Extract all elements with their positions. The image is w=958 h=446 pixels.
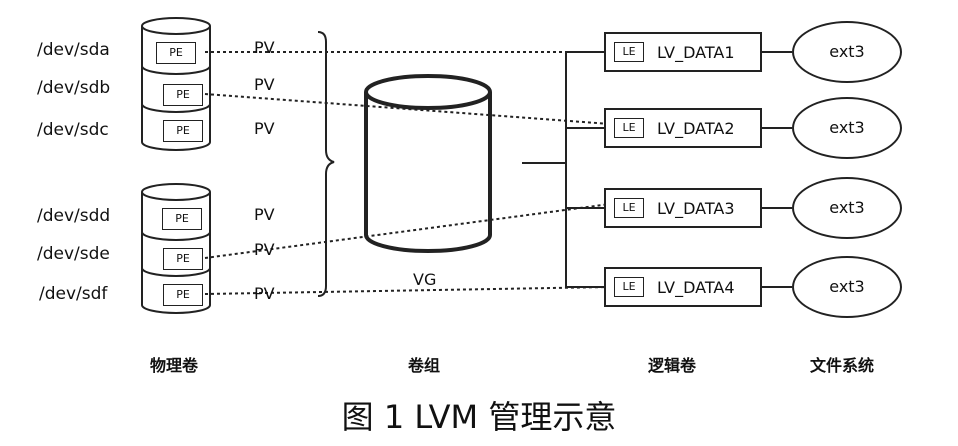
device-label-sdf: /dev/sdf	[39, 284, 108, 304]
pv-label: PV	[254, 205, 275, 224]
le-badge: LE	[614, 42, 644, 62]
fs-ellipse-3: ext3	[792, 177, 902, 239]
pv-label: PV	[254, 75, 275, 94]
lv-name: LV_DATA3	[657, 199, 735, 218]
le-badge: LE	[614, 198, 644, 218]
figure-caption: 图 1 LVM 管理示意	[341, 398, 617, 436]
device-label-sdb: /dev/sdb	[37, 78, 111, 98]
pe-badge: PE	[162, 208, 202, 230]
pe-badge: PE	[163, 120, 203, 142]
column-label-physical: 物理卷	[150, 356, 199, 375]
device-label-sdd: /dev/sdd	[37, 206, 111, 226]
lv-box-3: LE LV_DATA3	[604, 188, 762, 228]
lv-box-2: LE LV_DATA2	[604, 108, 762, 148]
lv-box-4: LE LV_DATA4	[604, 267, 762, 307]
le-badge: LE	[614, 118, 644, 138]
vg-label: VG	[413, 270, 437, 289]
pe-badge: PE	[163, 84, 203, 106]
lv-name: LV_DATA1	[657, 43, 735, 62]
lv-name: LV_DATA2	[657, 119, 735, 138]
column-label-logical: 逻辑卷	[648, 356, 697, 375]
device-label-sdc: /dev/sdc	[37, 120, 109, 140]
device-label-sda: /dev/sda	[37, 40, 110, 60]
vg-lv-connectors	[522, 51, 604, 288]
column-label-vg: 卷组	[408, 356, 441, 375]
pv-label: PV	[254, 38, 275, 57]
device-label-sde: /dev/sde	[37, 244, 110, 264]
pv-label: PV	[254, 240, 275, 259]
lv-name: LV_DATA4	[657, 278, 735, 297]
lv-fs-connectors	[762, 51, 792, 288]
fs-ellipse-4: ext3	[792, 256, 902, 318]
lv-box-1: LE LV_DATA1	[604, 32, 762, 72]
pe-badge: PE	[156, 42, 196, 64]
pe-badge: PE	[163, 284, 203, 306]
fs-ellipse-2: ext3	[792, 97, 902, 159]
pe-le-mappings	[204, 51, 611, 295]
pv-label: PV	[254, 284, 275, 303]
vg-cylinder	[364, 74, 492, 253]
pv-label: PV	[254, 119, 275, 138]
le-badge: LE	[614, 277, 644, 297]
pe-badge: PE	[163, 248, 203, 270]
fs-ellipse-1: ext3	[792, 21, 902, 83]
column-label-fs: 文件系统	[810, 356, 875, 375]
pv-group-brace	[317, 31, 335, 297]
